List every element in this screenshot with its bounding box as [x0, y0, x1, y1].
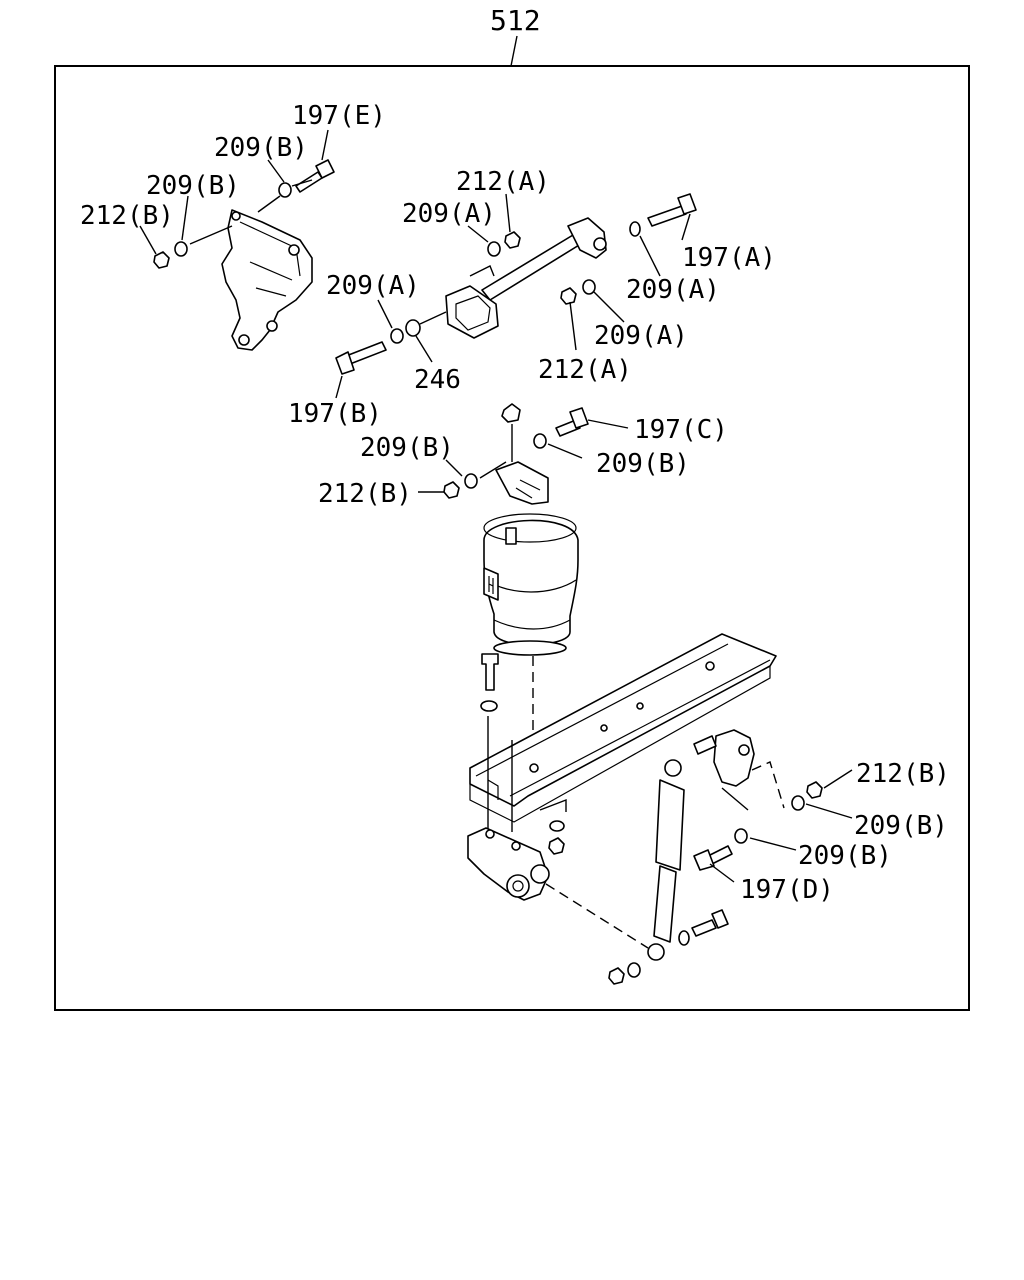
washer-209a-r1: [629, 221, 641, 237]
washer-209a-top: [487, 241, 501, 257]
callout-209b-c: 209(B): [360, 433, 454, 463]
callout-197d: 197(D): [740, 875, 834, 905]
washer-209a-left: [390, 328, 404, 344]
callout-leaders: [139, 129, 853, 883]
callout-212b-b: 212(B): [318, 479, 412, 509]
callout-197a: 197(A): [682, 243, 776, 273]
bolt-197c-illustration: [555, 407, 589, 437]
washer-209b-plate-l: [464, 473, 478, 489]
nut-212b-shock: [806, 781, 823, 799]
callout-209b-d: 209(B): [596, 449, 690, 479]
bolt-197d-illustration: [693, 845, 733, 871]
shock-bracket-illustration: [693, 729, 755, 787]
washer-209b-upper: [278, 182, 292, 198]
washer-lower: [480, 700, 498, 712]
diagram-frame: [54, 65, 970, 1011]
washer-shock-lower-2: [627, 962, 641, 978]
air-spring-illustration: [483, 513, 579, 656]
washer-209b-plate-r: [533, 433, 547, 449]
callout-246: 246: [414, 365, 461, 395]
washer-209b-left: [174, 241, 188, 257]
washer-246: [405, 319, 421, 337]
bolt-197b-illustration: [335, 341, 387, 375]
nut-212b-plate: [443, 481, 460, 499]
nut-shock-lower: [608, 967, 625, 985]
washer-bracket: [549, 820, 565, 832]
callout-212b-a: 212(B): [80, 201, 174, 231]
nut-212a-top: [504, 231, 521, 249]
callout-209a-c: 209(A): [326, 271, 420, 301]
assembly-leader: [510, 35, 518, 67]
washer-209b-shock-r: [791, 795, 805, 811]
callout-212b-c: 212(B): [856, 759, 950, 789]
assembly-number-label: 512: [490, 4, 541, 37]
callout-197b: 197(B): [288, 399, 382, 429]
callout-209a-a: 209(A): [402, 199, 496, 229]
callout-209b-b: 209(B): [146, 171, 240, 201]
callout-197c: 197(C): [634, 415, 728, 445]
axle-bracket-illustration: [467, 827, 550, 901]
callout-209a-d: 209(A): [594, 321, 688, 351]
frame-rail-illustration: [469, 633, 777, 823]
callout-209a-b: 209(A): [626, 275, 720, 305]
nut-bracket: [548, 837, 565, 855]
nut-top-illustration: [501, 403, 521, 423]
bolt-197e-illustration: [295, 159, 335, 193]
washer-209a-r2: [582, 279, 596, 295]
nut-212a-low: [560, 287, 577, 305]
callout-209b-e: 209(B): [854, 811, 948, 841]
callout-212a-b: 212(A): [538, 355, 632, 385]
callout-209b-f: 209(B): [798, 841, 892, 871]
washer-shock-lower: [678, 930, 690, 946]
callout-197e: 197(E): [292, 101, 386, 131]
shock-absorber-illustration: [647, 759, 685, 961]
nut-212b-left: [153, 251, 170, 269]
bolt-shock-lower: [691, 909, 729, 937]
bolt-lower-illustration: [481, 653, 499, 691]
callout-212a-a: 212(A): [456, 167, 550, 197]
washer-209b-shock-l: [734, 828, 748, 844]
upper-plate-illustration: [495, 461, 549, 505]
callout-209b-a: 209(B): [214, 133, 308, 163]
bracket-left-illustration: [221, 209, 313, 351]
bolt-197a-illustration: [647, 193, 697, 227]
crossbar-illustration: [445, 217, 607, 339]
